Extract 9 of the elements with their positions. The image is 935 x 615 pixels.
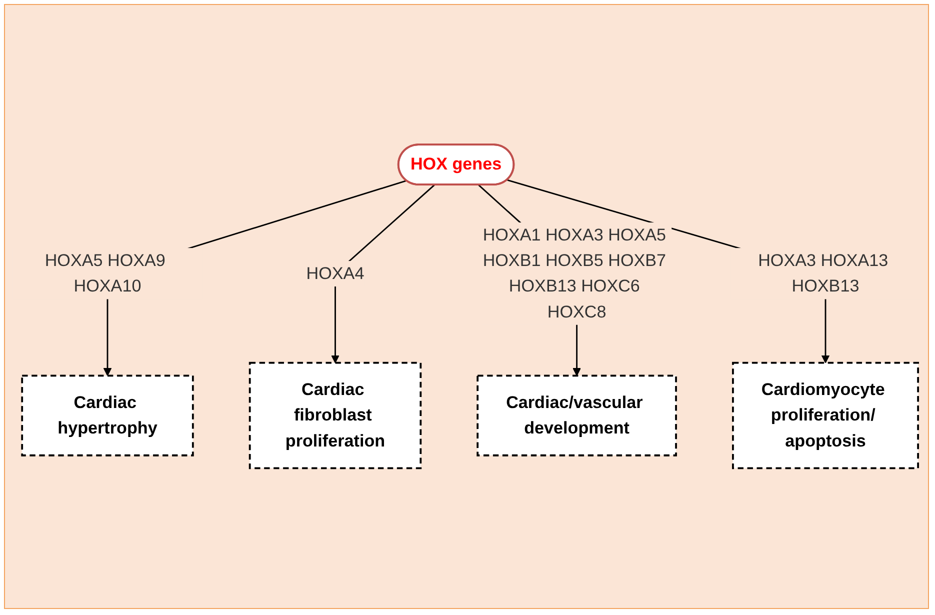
node-box: Cardiomyocyte proliferation/ apoptosis [732, 362, 919, 470]
node-box: Cardiac fibroblast proliferation [248, 362, 422, 470]
edge-label: HOXA4 [306, 264, 364, 283]
edge-label: HOXA3 HOXA13 HOXB13 [758, 250, 888, 296]
node-box: Cardiac hypertrophy [21, 374, 194, 456]
edge-label: HOXA1 HOXA3 HOXA5 HOXB1 HOXB5 HOXB7 HOXB13 HOXC6 HOXC8 [482, 225, 666, 322]
edge-label: HOXA5 HOXA9 HOXA10 [44, 250, 166, 296]
arrow [103, 180, 407, 376]
node-box: Cardiac/vascular development [476, 374, 677, 456]
